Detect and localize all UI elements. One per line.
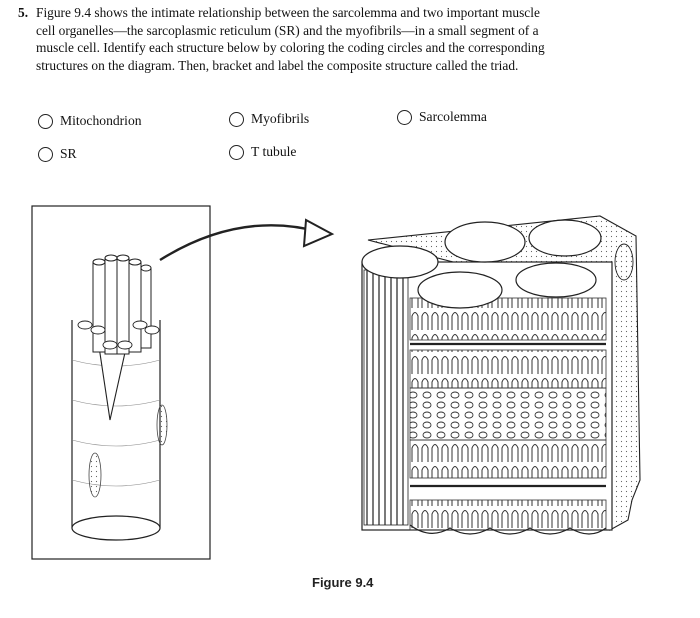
question-text: Figure 9.4 shows the intimate relationsh… [36, 5, 545, 73]
coding-circle[interactable] [38, 146, 53, 162]
option-mitochondrion[interactable]: Mitochondrion [38, 113, 142, 129]
coding-circle[interactable] [229, 144, 244, 160]
option-t-tubule[interactable]: T tubule [229, 144, 296, 160]
muscle-fiber-inset [31, 205, 211, 560]
option-myofibrils[interactable]: Myofibrils [229, 111, 309, 127]
option-label: SR [60, 146, 77, 161]
question-block: 5. Figure 9.4 shows the intimate relatio… [18, 4, 548, 74]
coding-circle[interactable] [397, 109, 412, 125]
coding-circle[interactable] [229, 111, 244, 127]
option-label: Mitochondrion [60, 113, 142, 128]
question-number: 5. [18, 5, 29, 20]
option-sarcolemma[interactable]: Sarcolemma [397, 109, 487, 125]
option-label: T tubule [251, 144, 297, 159]
coding-circle[interactable] [38, 113, 53, 129]
option-sr[interactable]: SR [38, 146, 77, 162]
option-label: Myofibrils [251, 111, 310, 126]
muscle-segment-diagram [361, 215, 641, 535]
arrow-icon [159, 218, 335, 262]
option-label: Sarcolemma [419, 109, 487, 124]
figure-caption: Figure 9.4 [312, 575, 374, 590]
